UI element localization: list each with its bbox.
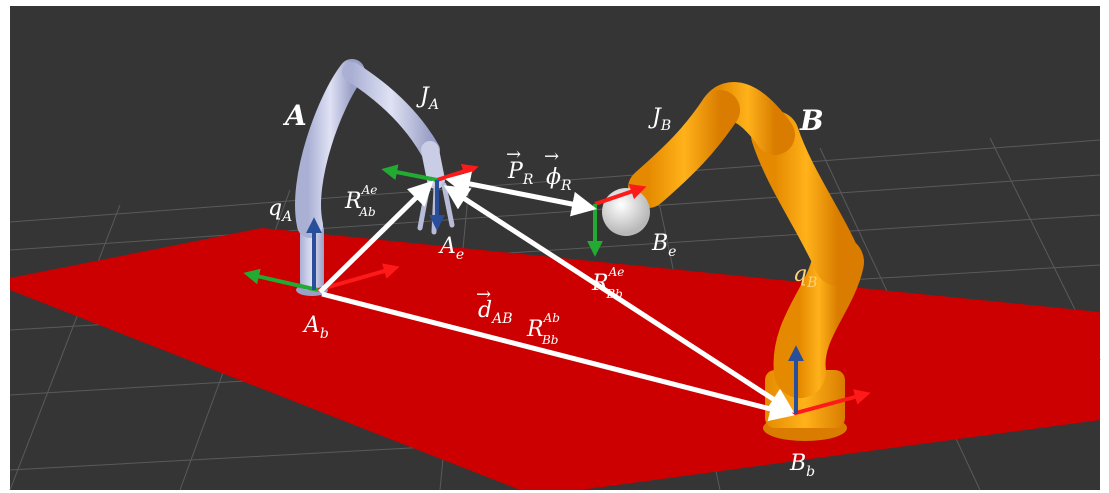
base-a-label: Ab [302, 313, 329, 342]
distance-ab-arrow: → [476, 284, 491, 305]
ee-a-label: Ae [438, 234, 464, 263]
robot-b-label: B [799, 104, 824, 137]
relative-position-arrow: → [506, 144, 521, 165]
relation-vectors [318, 171, 795, 422]
frame-a-base [243, 217, 400, 292]
relative-orientation-label: ϕR [546, 165, 572, 194]
relative-orientation-arrow: → [544, 146, 559, 167]
config-b-label: qB [793, 262, 817, 291]
distance-ab-label: dAB [478, 298, 513, 327]
joints-a-label: JA [416, 84, 439, 113]
vector-ae-to-bb [443, 185, 795, 413]
config-a-label: qA [268, 196, 292, 225]
vector-ab-to-bb [321, 291, 795, 422]
base-b-label: Bb [789, 451, 815, 480]
joints-b-label: JB [648, 105, 671, 134]
vector-ab-to-ae [318, 180, 434, 294]
ee-b-label: Be [651, 231, 676, 260]
robot-a-label: A [282, 99, 307, 132]
frame-b-base [788, 345, 871, 416]
relative-position-label: PR [507, 159, 534, 188]
